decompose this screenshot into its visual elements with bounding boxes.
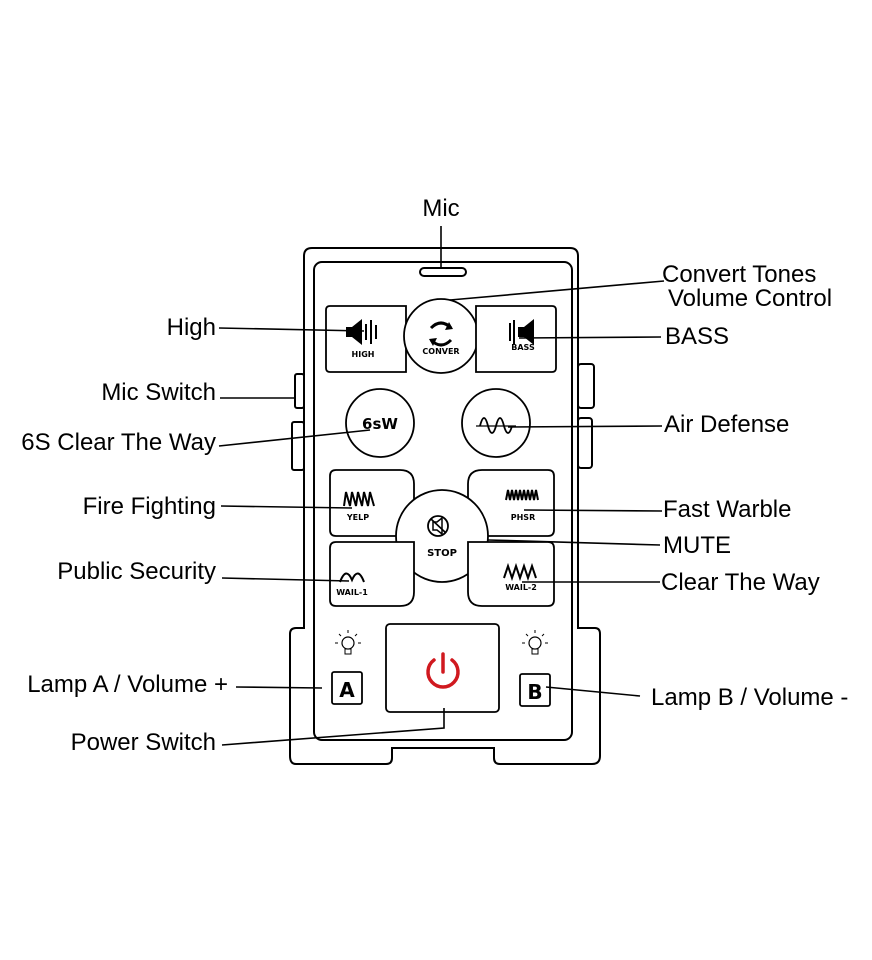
power-button[interactable]	[385, 623, 500, 713]
conver-label: CONVER	[422, 347, 459, 356]
speaker-icon	[346, 319, 377, 345]
cycle-arrows-icon	[429, 321, 453, 347]
mute-callout: MUTE	[663, 532, 731, 559]
wail1-label: WAIL-1	[336, 588, 368, 597]
conver-button[interactable]: CONVER	[403, 298, 479, 374]
power-icon	[426, 652, 460, 689]
power-switch-callout: Power Switch	[71, 729, 216, 756]
device-body	[289, 247, 601, 765]
stop-button[interactable]: STOP	[395, 489, 489, 583]
high-label: HIGH	[352, 350, 375, 359]
phsr-wave-icon	[505, 489, 539, 501]
six-s-button[interactable]: 6sW	[345, 388, 415, 458]
leader-lines	[218, 226, 665, 746]
six-s-callout: 6S Clear The Way	[21, 429, 216, 456]
fire-fighting-callout: Fire Fighting	[83, 493, 216, 520]
yelp-label: YELP	[346, 513, 369, 522]
mic-switch-callout: Mic Switch	[101, 379, 216, 406]
mute-speaker-icon	[427, 515, 449, 537]
lamp-b-button[interactable]: B	[519, 673, 551, 707]
wail2-label: WAIL-2	[505, 583, 537, 592]
bulb-icon	[522, 630, 548, 655]
bass-label: BASS	[511, 343, 535, 352]
high-callout: High	[167, 314, 216, 341]
phsr-label: PHSR	[511, 513, 535, 522]
clear-the-way-callout: Clear The Way	[661, 569, 820, 596]
lamp-a-group: A	[331, 630, 363, 705]
public-security-callout: Public Security	[57, 558, 216, 585]
air-defense-button[interactable]	[461, 388, 531, 458]
high-button[interactable]: HIGH	[325, 305, 407, 373]
lamp-a-callout: Lamp A / Volume +	[27, 671, 228, 698]
bass-callout: BASS	[665, 323, 729, 350]
six-s-label: 6sW	[362, 415, 398, 433]
lamp-a-label: A	[339, 678, 355, 702]
stop-label: STOP	[427, 548, 457, 559]
callout-labels: Mic Convert Tones Volume Control High BA…	[21, 195, 848, 756]
lamp-a-button[interactable]: A	[331, 671, 363, 705]
lamp-b-callout: Lamp B / Volume -	[651, 684, 848, 711]
phsr-button[interactable]: PHSR	[467, 469, 555, 537]
bass-button[interactable]: BASS	[475, 305, 557, 373]
bulb-icon	[335, 630, 361, 655]
yelp-wave-icon	[343, 491, 375, 507]
fast-warble-callout: Fast Warble	[663, 496, 791, 523]
wail1-wave-icon	[339, 572, 365, 583]
convert-tones-label: Convert Tones	[662, 261, 816, 288]
yelp-button[interactable]: YELP	[329, 469, 415, 537]
lamp-b-label: B	[527, 680, 542, 704]
mic-label: Mic	[422, 195, 459, 222]
wail2-button[interactable]: WAIL-2	[467, 541, 555, 607]
lamp-b-group: B	[519, 630, 551, 707]
air-defense-callout: Air Defense	[664, 411, 789, 438]
wail2-wave-icon	[503, 562, 537, 582]
wail1-button[interactable]: WAIL-1	[329, 541, 415, 607]
volume-control-label: Volume Control	[668, 285, 832, 312]
